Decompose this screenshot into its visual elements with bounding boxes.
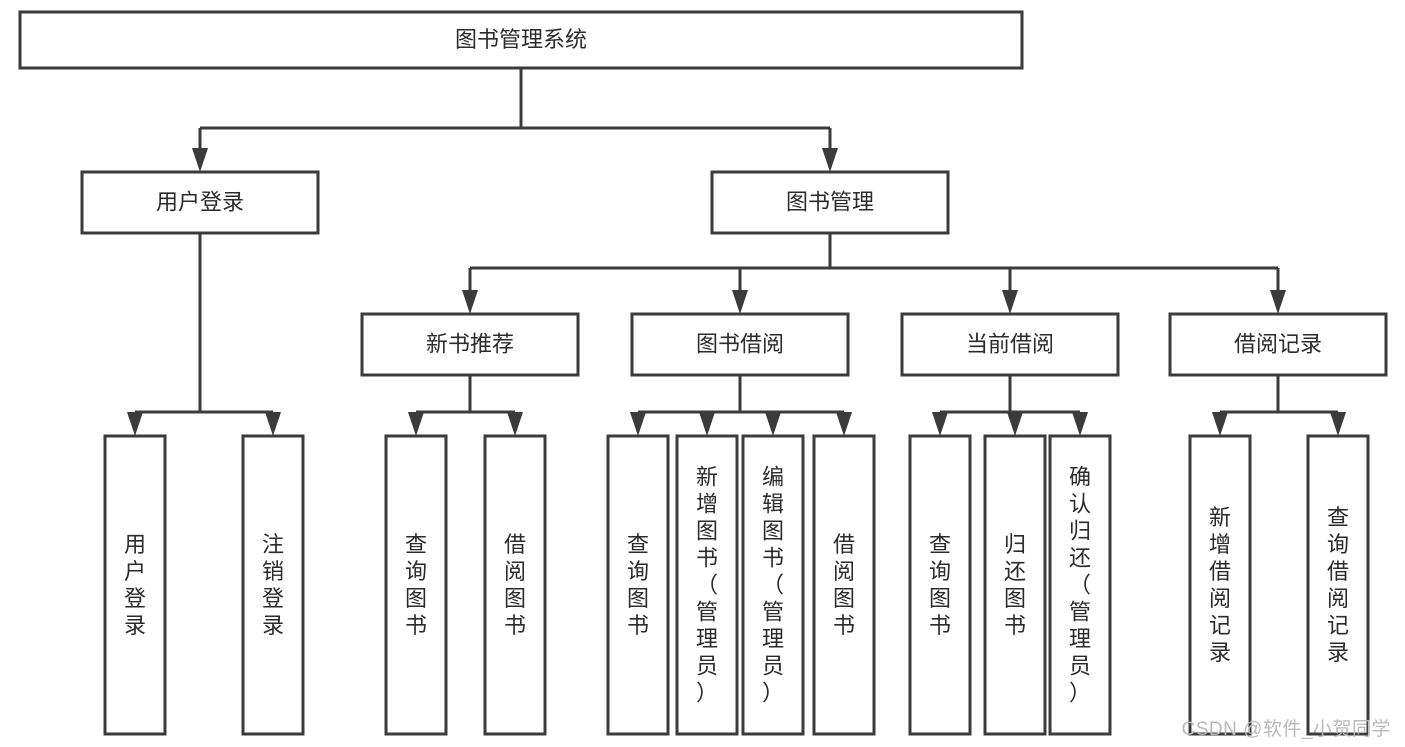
node-label: 图书管理系统 — [455, 27, 587, 52]
node-label: 查询图书 — [627, 532, 649, 638]
node-box — [675, 434, 739, 736]
arrow-head-icon — [1212, 412, 1228, 436]
node-label: 图书管理 — [786, 189, 874, 214]
arrow-head-icon — [127, 412, 143, 436]
node-leaf-query-borrow-record[interactable]: 查询借阅记录 — [1306, 434, 1370, 736]
node-label: 新书推荐 — [426, 331, 514, 356]
node-box — [1306, 434, 1370, 736]
node-box — [1168, 312, 1388, 377]
arrow-head-icon — [732, 290, 748, 314]
node-leaf-edit-book-admin[interactable]: 编辑图书（管理员） — [741, 434, 805, 736]
arrow-head-icon — [1002, 290, 1018, 314]
node-leaf-borrow-book-1[interactable]: 借阅图书 — [483, 434, 547, 736]
nodes-layer: 图书管理系统用户登录图书管理新书推荐图书借阅当前借阅借阅记录用户登录注销登录查询… — [18, 10, 1388, 736]
arrow-head-icon — [1270, 290, 1286, 314]
node-label: 新增借阅记录 — [1209, 505, 1231, 665]
node-box — [908, 434, 972, 736]
node-box — [18, 10, 1024, 70]
node-leaf-add-borrow-record[interactable]: 新增借阅记录 — [1188, 434, 1252, 736]
node-box — [900, 312, 1120, 377]
node-leaf-return-book[interactable]: 归还图书 — [983, 434, 1047, 736]
node-label: 当前借阅 — [966, 331, 1054, 356]
node-label: 编辑图书（管理员） — [762, 465, 784, 706]
node-leaf-confirm-return-admin[interactable]: 确认归还（管理员） — [1048, 434, 1112, 736]
node-book-borrow[interactable]: 图书借阅 — [630, 312, 850, 377]
node-box — [630, 312, 850, 377]
arrow-head-icon — [699, 412, 715, 436]
node-label: 借阅记录 — [1234, 331, 1322, 356]
node-label: 归还图书 — [1004, 532, 1026, 638]
node-box — [606, 434, 670, 736]
node-box — [241, 434, 305, 736]
arrow-head-icon — [265, 412, 281, 436]
node-box — [741, 434, 805, 736]
arrow-head-icon — [1007, 412, 1023, 436]
arrow-head-icon — [1330, 412, 1346, 436]
arrow-head-icon — [507, 412, 523, 436]
arrow-head-icon — [1072, 412, 1088, 436]
node-book-manage[interactable]: 图书管理 — [710, 170, 950, 235]
node-root[interactable]: 图书管理系统 — [18, 10, 1024, 70]
node-leaf-logout-login[interactable]: 注销登录 — [241, 434, 305, 736]
arrow-head-icon — [192, 148, 208, 172]
arrow-head-icon — [765, 412, 781, 436]
node-label: 注销登录 — [262, 532, 284, 638]
node-leaf-user-login[interactable]: 用户登录 — [103, 434, 167, 736]
connectors-layer — [127, 68, 1346, 436]
node-label: 查询图书 — [929, 532, 951, 638]
node-current-borrow[interactable]: 当前借阅 — [900, 312, 1120, 377]
arrow-head-icon — [408, 412, 424, 436]
node-label: 确认归还（管理员） — [1069, 465, 1091, 706]
node-label: 借阅图书 — [833, 532, 855, 638]
node-box — [360, 312, 580, 377]
node-user-login[interactable]: 用户登录 — [80, 170, 320, 235]
node-label: 用户登录 — [156, 189, 244, 214]
arrow-head-icon — [462, 290, 478, 314]
node-label: 借阅图书 — [504, 532, 526, 638]
arrow-head-icon — [822, 148, 838, 172]
node-leaf-query-book-1[interactable]: 查询图书 — [384, 434, 448, 736]
arrow-head-icon — [932, 412, 948, 436]
node-box — [103, 434, 167, 736]
node-borrow-record[interactable]: 借阅记录 — [1168, 312, 1388, 377]
node-leaf-query-book-3[interactable]: 查询图书 — [908, 434, 972, 736]
node-leaf-add-book-admin[interactable]: 新增图书（管理员） — [675, 434, 739, 736]
node-label: 新增图书（管理员） — [696, 465, 718, 706]
node-box — [80, 170, 320, 235]
arrow-head-icon — [630, 412, 646, 436]
node-box — [483, 434, 547, 736]
arrow-head-icon — [836, 412, 852, 436]
node-leaf-borrow-book-2[interactable]: 借阅图书 — [812, 434, 876, 736]
node-new-book-recommend[interactable]: 新书推荐 — [360, 312, 580, 377]
node-label: 图书借阅 — [696, 331, 784, 356]
node-leaf-query-book-2[interactable]: 查询图书 — [606, 434, 670, 736]
node-box — [384, 434, 448, 736]
node-box — [983, 434, 1047, 736]
node-label: 查询图书 — [405, 532, 427, 638]
node-box — [1048, 434, 1112, 736]
node-box — [710, 170, 950, 235]
node-label: 用户登录 — [124, 532, 146, 638]
node-box — [1188, 434, 1252, 736]
node-label: 查询借阅记录 — [1327, 505, 1349, 665]
node-box — [812, 434, 876, 736]
